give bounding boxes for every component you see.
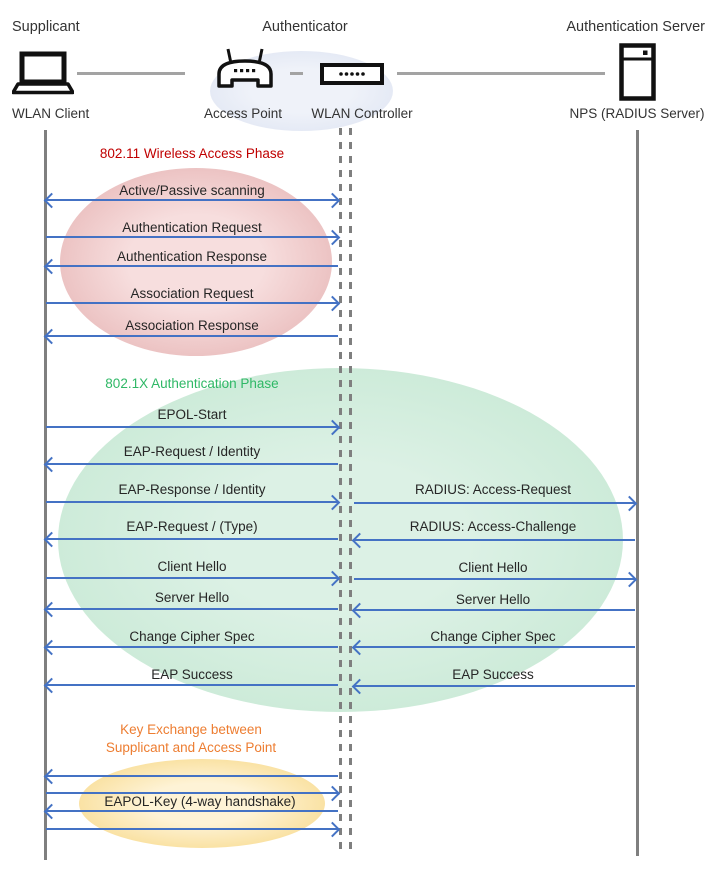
lifeline-authenticator-2	[349, 128, 352, 856]
phase2-title: 802.1X Authentication Phase	[105, 376, 279, 391]
arrow-server-hello-left	[46, 608, 338, 610]
lifeline-supplicant	[44, 130, 47, 860]
message-label: RADIUS: Access-Challenge	[409, 519, 577, 534]
arrow-change-cipher-left	[46, 646, 338, 648]
arrow-radius-access-challenge	[354, 539, 635, 541]
arrow-client-hello-right	[354, 578, 635, 580]
laptop-icon	[11, 51, 75, 95]
arrow-epol-start	[46, 426, 338, 428]
message-label: Change Cipher Spec	[129, 629, 255, 644]
message-label: Server Hello	[154, 590, 230, 605]
message-label: Client Hello	[157, 559, 227, 574]
device-nps-label: NPS (RADIUS Server)	[569, 106, 705, 121]
arrow-eapol-key-2	[46, 792, 338, 794]
lifeline-auth-server	[636, 130, 639, 856]
arrow-eapol-key-3	[46, 810, 338, 812]
arrow-eap-success-right	[354, 685, 635, 687]
message-label: Association Request	[130, 286, 254, 301]
connector-line-left	[77, 72, 185, 75]
arrow-client-hello-left	[46, 577, 338, 579]
arrow-radius-access-request	[354, 502, 635, 504]
arrow-auth-response	[46, 265, 338, 267]
phase3-title-line1: Key Exchange between	[120, 722, 262, 737]
message-label: RADIUS: Access-Request	[414, 482, 572, 497]
arrow-eap-success-left	[46, 684, 338, 686]
message-label: EAP Success	[151, 667, 233, 682]
arrow-eap-response-identity	[46, 501, 338, 503]
arrow-eapol-key-4	[46, 828, 338, 830]
arrow-eapol-key-1	[46, 775, 338, 777]
message-label: Change Cipher Spec	[430, 629, 556, 644]
phase3-title-line2: Supplicant and Access Point	[105, 740, 277, 755]
message-label: Client Hello	[458, 560, 528, 575]
phase1-title: 802.11 Wireless Access Phase	[99, 146, 285, 161]
device-wlan-controller-label: WLAN Controller	[311, 106, 413, 121]
message-label: EAP-Request / Identity	[123, 444, 261, 459]
actor-supplicant-label: Supplicant	[12, 19, 80, 35]
actor-auth-server-label: Authentication Server	[566, 19, 705, 35]
message-label: Association Response	[125, 318, 259, 333]
message-label: EAP Success	[452, 667, 534, 682]
connector-line-right	[397, 72, 605, 75]
arrow-assoc-response	[46, 335, 338, 337]
arrow-scanning	[46, 199, 338, 201]
actor-authenticator-label: Authenticator	[262, 19, 348, 35]
arrow-server-hello-right	[354, 609, 635, 611]
device-wlan-client-label: WLAN Client	[12, 106, 90, 121]
lifeline-authenticator-1	[339, 128, 342, 856]
arrow-assoc-request	[46, 302, 338, 304]
message-label: EAP-Response / Identity	[118, 482, 266, 497]
arrow-eap-request-identity	[46, 463, 338, 465]
message-label: EAP-Request / (Type)	[126, 519, 258, 534]
message-label: Authentication Response	[116, 249, 268, 264]
access-point-icon	[214, 47, 276, 89]
message-label: Active/Passive scanning	[119, 183, 265, 198]
message-label: EPOL-Start	[157, 407, 227, 422]
arrow-auth-request	[46, 236, 338, 238]
message-label: EAPOL-Key (4-way handshake)	[104, 794, 296, 809]
server-icon	[619, 43, 656, 101]
message-label: Server Hello	[455, 592, 531, 607]
phase3-ellipse	[79, 759, 325, 848]
arrow-eap-request-type	[46, 538, 338, 540]
connector-dash	[290, 72, 303, 75]
message-label: Authentication Request	[122, 220, 262, 235]
arrow-change-cipher-right	[354, 646, 635, 648]
device-access-point-label: Access Point	[203, 106, 283, 121]
wlan-controller-icon	[320, 63, 384, 85]
